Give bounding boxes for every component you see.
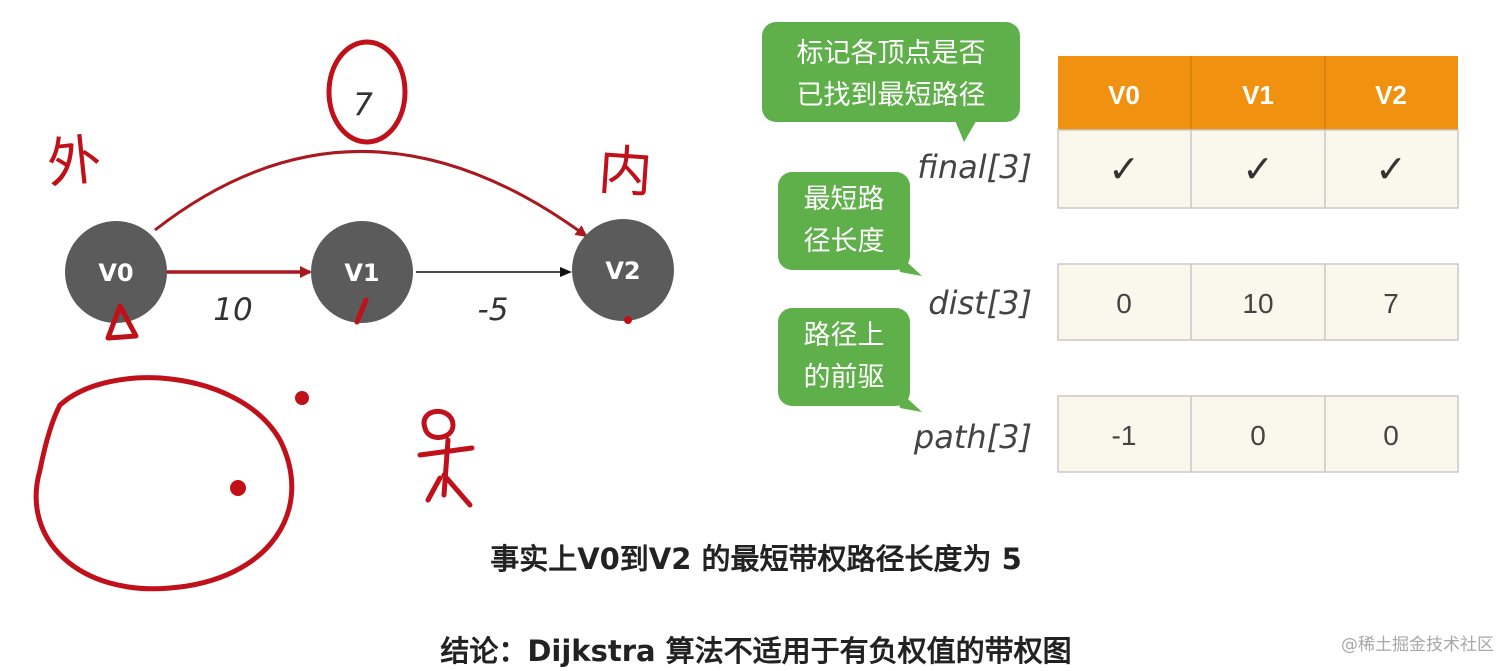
outer-set-circle-mark: [33, 375, 295, 592]
dist-cell-v2: 7: [1383, 288, 1399, 319]
inner-annotation: 内: [596, 138, 654, 205]
weight-v0-v2: 7: [353, 87, 373, 123]
node-v1-label: V1: [344, 259, 379, 287]
dot-mark: [295, 391, 309, 405]
table-row-path: -1 0 0: [1057, 395, 1459, 473]
col-header-v0: V0: [1108, 80, 1140, 110]
callout-dist-line1: 最短路: [804, 184, 885, 215]
node-v2-label: V2: [605, 257, 640, 285]
weight-v0-v1: 10: [213, 292, 252, 328]
callout-final: 标记各顶点是否 已找到最短路径: [762, 22, 1020, 142]
row-label-final: final[3]: [917, 148, 1032, 186]
v1-tick-mark: [354, 297, 369, 325]
callout-path-line2: 的前驱: [804, 362, 885, 393]
final-cell-v0: ✓: [1108, 147, 1140, 191]
callout-path-line1: 路径上: [804, 320, 885, 351]
callout-final-line1: 标记各顶点是否: [797, 38, 986, 69]
col-header-v1: V1: [1242, 80, 1274, 110]
callout-dist-line2: 径长度: [804, 226, 885, 257]
path-cell-v0: -1: [1112, 420, 1137, 451]
node-v0-label: V0: [98, 259, 133, 287]
conclusion-caption: 结论：Dijkstra 算法不适用于有负权值的带权图: [440, 634, 1072, 668]
callout-dist: 最短路 径长度: [778, 172, 922, 276]
weight-circle-mark: [326, 39, 408, 145]
callout-final-line2: 已找到最短路径: [797, 80, 986, 111]
path-cell-v2: 0: [1383, 420, 1399, 451]
final-cell-v1: ✓: [1242, 147, 1274, 191]
path-cell-v1: 0: [1250, 420, 1266, 451]
dot-mark: [624, 316, 632, 324]
watermark: @稀土掘金技术社区: [1341, 635, 1494, 655]
dist-cell-v1: 10: [1242, 288, 1273, 319]
node-v1: V1: [311, 221, 413, 323]
callout-path: 路径上 的前驱: [778, 308, 922, 412]
table-row-dist: 0 10 7: [1057, 263, 1459, 341]
outer-annotation: 外: [44, 127, 104, 195]
row-label-dist: dist[3]: [928, 284, 1032, 322]
v0-triangle-mark: [105, 303, 139, 341]
node-v0: V0: [65, 221, 167, 323]
edge-v0-v2: [154, 150, 588, 238]
fact-caption: 事实上V0到V2 的最短带权路径长度为 5: [490, 542, 1022, 576]
final-cell-v2: ✓: [1375, 147, 1407, 191]
table-header: V0 V1 V2: [1058, 56, 1458, 130]
row-label-path: path[3]: [913, 418, 1032, 456]
dist-cell-v0: 0: [1116, 288, 1132, 319]
stick-figure-mark: [417, 408, 475, 508]
node-v2: V2: [572, 219, 674, 321]
table-row-final: ✓ ✓ ✓: [1057, 129, 1459, 209]
weight-v1-v2: -5: [478, 292, 509, 328]
dot-mark: [230, 480, 246, 496]
col-header-v2: V2: [1375, 80, 1407, 110]
